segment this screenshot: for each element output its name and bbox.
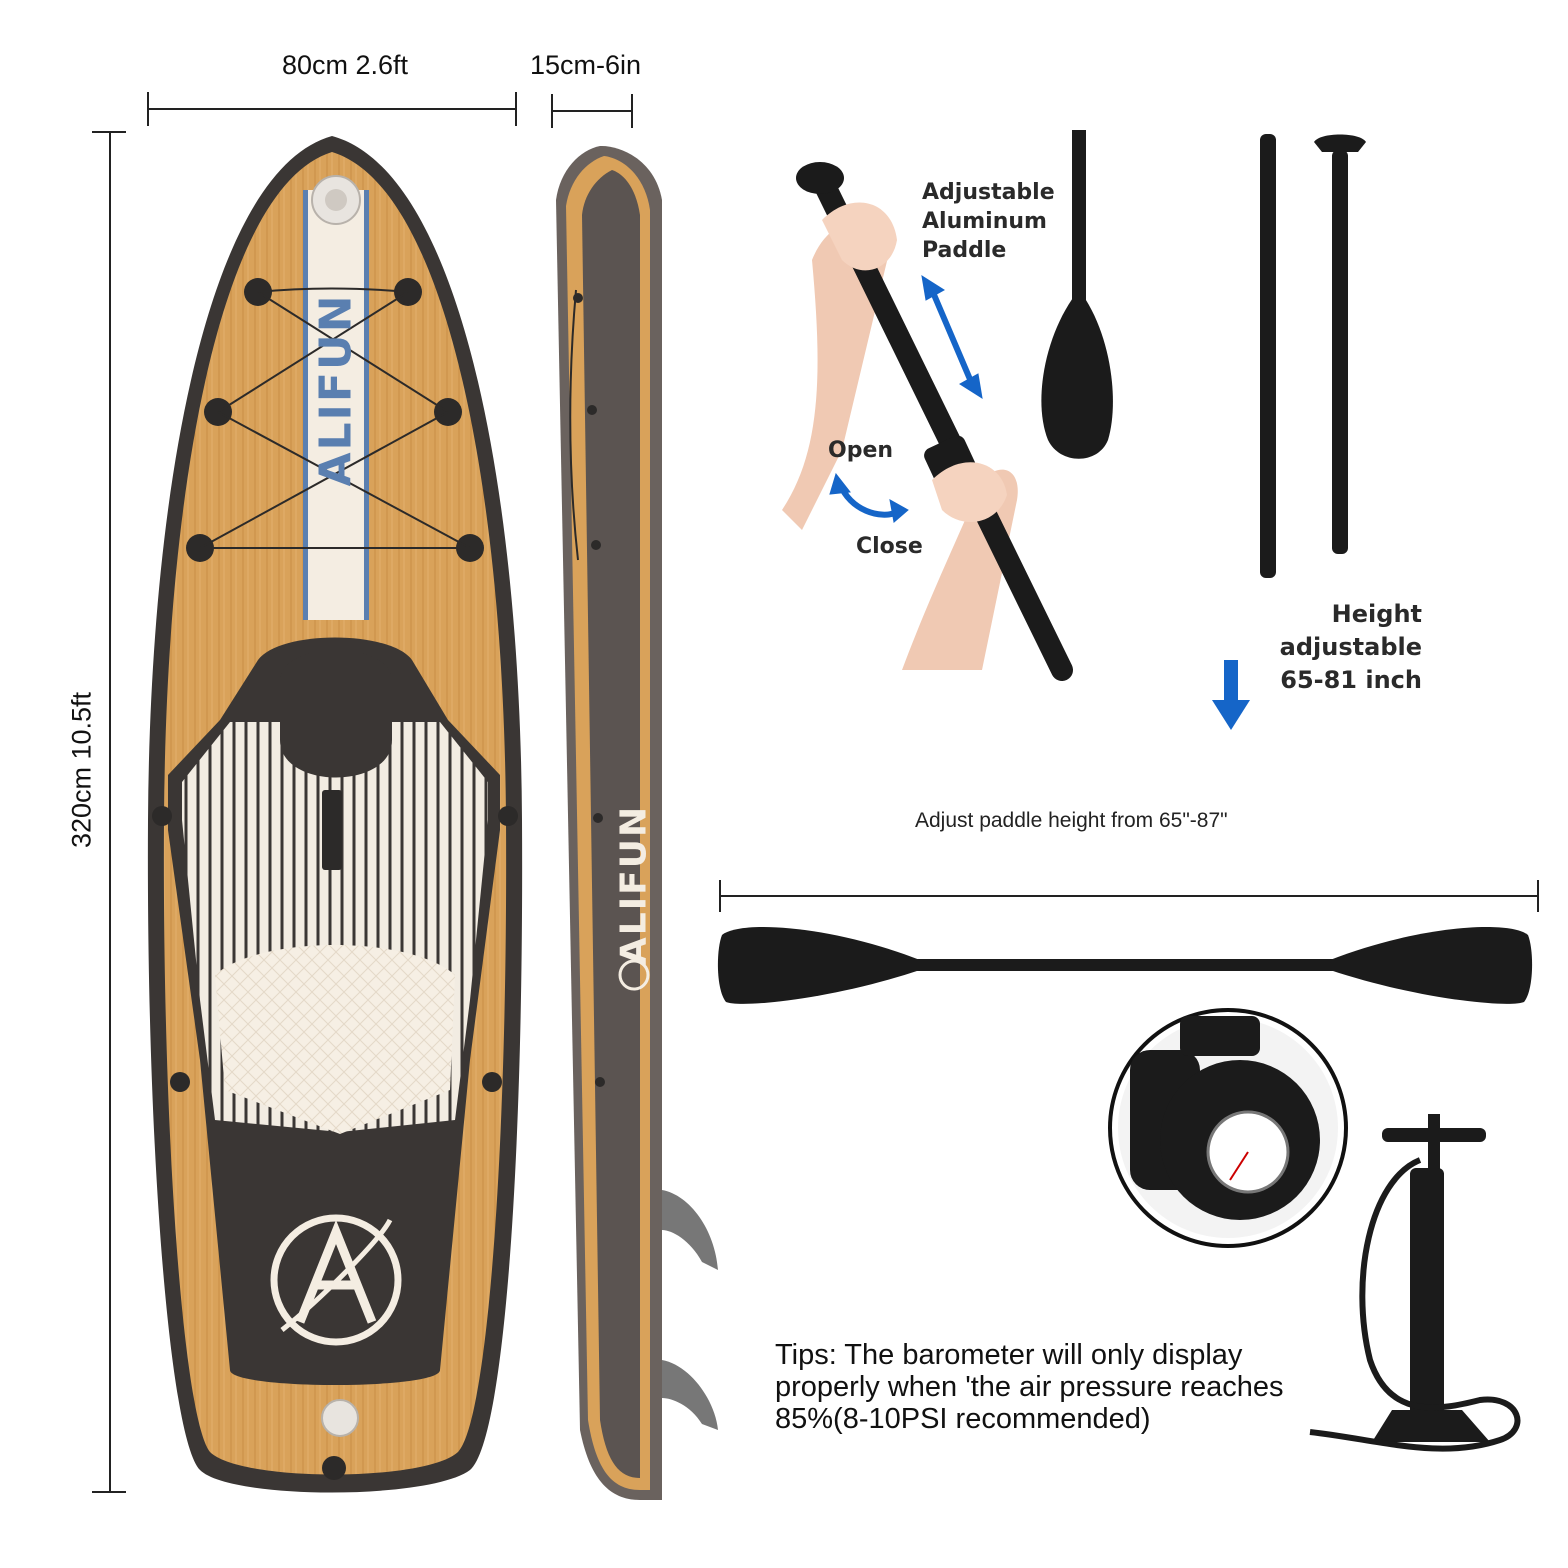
height-adjustable-text: Height adjustable 65-81 inch (1182, 598, 1422, 697)
height-line-2: 65-81 inch (1280, 666, 1422, 694)
paddle-demo-svg (782, 162, 1073, 681)
paddle-title-line-3: Paddle (922, 238, 1007, 263)
paddle-demo-photo (782, 150, 1082, 681)
board-width-label: 80cm 2.6ft (282, 50, 409, 80)
pump-tips: Tips: The barometer will only display pr… (775, 1339, 1283, 1435)
paddle-title: Adjustable Aluminum Paddle (922, 178, 1055, 265)
height-line-1: Height adjustable (1279, 600, 1422, 661)
open-label: Open (828, 438, 894, 463)
kayak-paddle-caption: Adjust paddle height from 65"-87" (915, 809, 1228, 832)
paddle-title-line-2: Aluminum (922, 209, 1047, 234)
paddle-title-line-1: Adjustable (922, 180, 1055, 205)
tips-line-1: Tips: The barometer will only display (775, 1339, 1243, 1371)
tips-line-3: 85%(8-10PSI recommended) (775, 1403, 1151, 1435)
board-thickness-label: 15cm-6in (530, 50, 642, 80)
tips-line-2: properly when 'the air pressure reaches (775, 1371, 1284, 1403)
close-label: Close (856, 534, 923, 559)
